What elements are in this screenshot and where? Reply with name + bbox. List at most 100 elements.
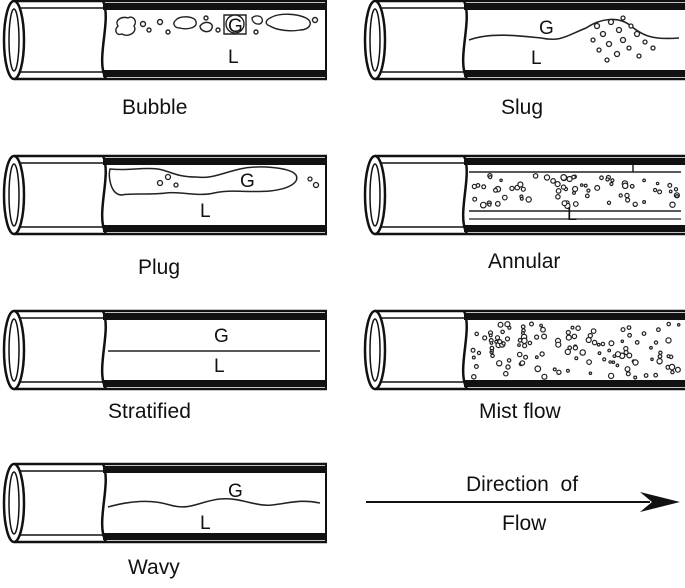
droplet-dot: [567, 345, 573, 351]
droplet-dot: [641, 331, 647, 337]
droplet-dot: [609, 181, 614, 187]
droplet-dot: [494, 335, 501, 341]
droplet-dot: [652, 187, 658, 193]
droplet-dot: [529, 321, 535, 327]
droplet-dot: [556, 369, 562, 376]
droplet-dot: [482, 335, 488, 341]
droplet-dot: [626, 325, 632, 331]
droplet-dot: [594, 184, 601, 191]
droplet-dot: [560, 184, 567, 190]
droplet-dot: [571, 174, 577, 180]
droplet-dot: [666, 321, 672, 327]
droplet-dot: [488, 333, 493, 338]
droplet-dot: [602, 357, 607, 362]
droplet-dot: [501, 341, 506, 346]
bubble-gas-label: G: [228, 16, 243, 37]
droplet-dot: [625, 371, 631, 377]
droplet-dot: [590, 328, 597, 335]
direction-arrow: [366, 492, 680, 512]
droplet-dot: [655, 181, 660, 186]
droplet-dot: [489, 341, 494, 345]
droplet-dot: [611, 360, 616, 365]
caption-wavy: Wavy: [128, 556, 180, 579]
droplet-dot: [670, 370, 675, 375]
slug-pipe: G L: [363, 0, 685, 81]
droplet-dot: [633, 375, 638, 380]
droplet-dot: [586, 359, 593, 365]
droplet-dot: [643, 373, 649, 378]
droplet-dot: [520, 186, 526, 192]
wavy-liquid-label: L: [200, 513, 211, 534]
stratified-pipe: G L: [2, 309, 329, 391]
annular-liquid-label: L: [567, 204, 577, 224]
droplet-dot: [629, 183, 635, 189]
droplet-dot: [532, 173, 539, 179]
droplet-dot: [667, 182, 673, 188]
droplet-dot: [588, 371, 593, 376]
plug-pipe: G L: [2, 154, 329, 236]
droplet-dot: [476, 350, 482, 356]
droplet-dot: [625, 197, 631, 203]
droplet-dot: [600, 341, 606, 347]
droplet-dot: [607, 348, 612, 353]
droplet-dot: [519, 360, 526, 366]
droplet-dot: [541, 373, 548, 380]
stratified-gas-label: G: [214, 326, 229, 347]
droplet-dot: [534, 365, 542, 373]
droplet-dot: [470, 347, 476, 353]
droplet-dot: [579, 183, 584, 187]
droplet-dot: [555, 341, 562, 348]
caption-annular: Annular: [488, 250, 561, 273]
droplet-dot: [499, 178, 503, 183]
slug-liquid-label: L: [531, 48, 542, 69]
droplet-dot: [642, 199, 647, 204]
droplet-dot: [521, 337, 528, 345]
droplet-dot: [642, 178, 647, 183]
droplet-dot: [566, 175, 573, 183]
droplet-dot: [657, 354, 663, 359]
droplet-dot: [668, 189, 673, 194]
droplet-dot: [583, 183, 588, 188]
droplet-dot: [597, 351, 602, 356]
droplet-dot: [607, 372, 615, 380]
droplet-dot: [572, 185, 579, 193]
droplet-dot: [658, 350, 663, 355]
droplet-dot: [565, 368, 570, 373]
droplet-dot: [572, 201, 579, 207]
droplet-dot: [634, 340, 640, 345]
droplet-dot: [585, 336, 592, 344]
direction-label-line1: Direction of: [466, 473, 579, 496]
droplet-dot: [509, 185, 515, 192]
plug-liquid-label: L: [200, 201, 211, 222]
droplet-dot: [505, 364, 511, 370]
droplet-dot: [534, 355, 539, 360]
droplet-dot: [565, 329, 571, 336]
droplet-dot: [534, 334, 540, 340]
droplet-dot: [552, 367, 557, 372]
droplet-dot: [591, 339, 598, 346]
droplet-dot: [540, 326, 546, 333]
droplet-dot: [494, 339, 499, 344]
droplet-dot: [656, 358, 663, 365]
droplet-dot: [608, 340, 615, 347]
droplet-dot: [527, 340, 533, 346]
direction-label-line2: Flow: [502, 512, 547, 535]
droplet-dot: [571, 333, 578, 340]
droplet-dot: [481, 184, 487, 190]
droplet-dot: [564, 348, 571, 356]
caption-slug: Slug: [501, 96, 544, 119]
droplet-dot: [574, 356, 579, 361]
droplet-dot: [474, 331, 480, 337]
droplet-dot: [666, 354, 671, 359]
droplet-dot: [653, 340, 659, 345]
droplet-dot: [490, 353, 495, 359]
droplet-dot: [517, 181, 524, 188]
droplet-dot: [612, 354, 617, 358]
droplet-dot: [501, 194, 508, 201]
plug-gas-label: G: [240, 171, 255, 192]
droplet-dot: [555, 188, 562, 194]
droplet-dot: [665, 337, 672, 344]
droplet-dot: [554, 181, 561, 188]
droplet-dot: [606, 200, 612, 206]
